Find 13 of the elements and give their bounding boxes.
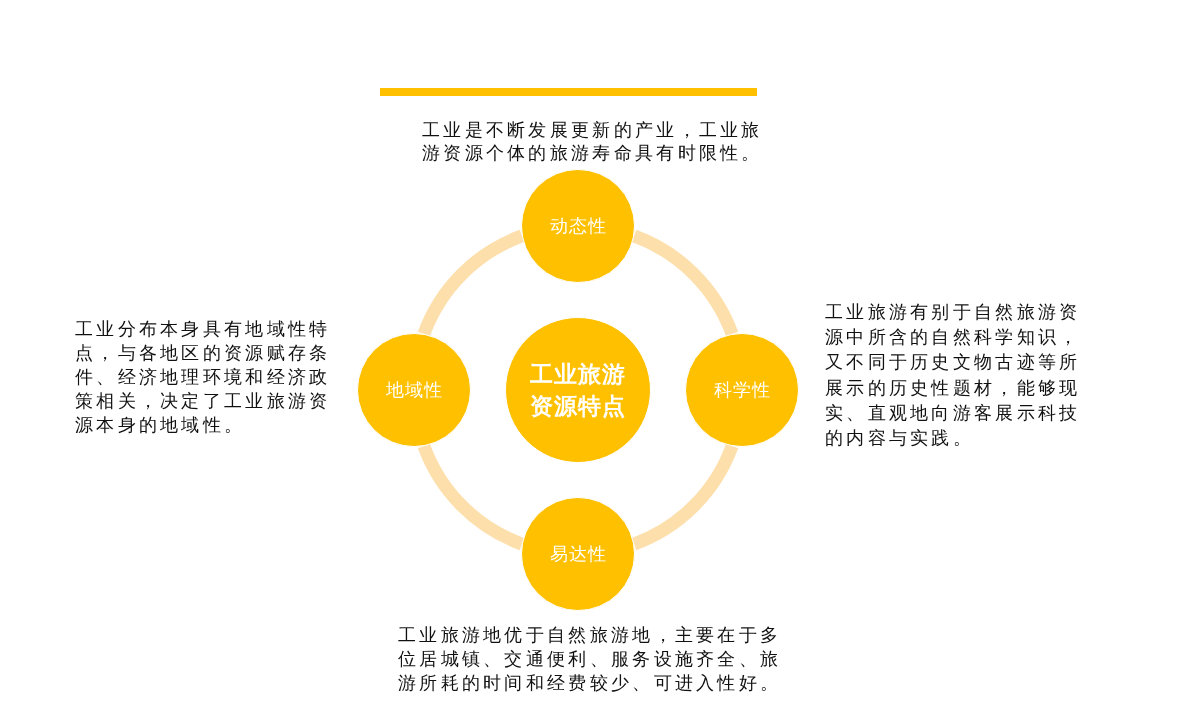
description-text: 工业分布本身具有地域性特点，与各地区的资源赋存条件、经济地理环境和经济政策相关，决定了工业旅游资源本身的地域性。 <box>75 317 332 437</box>
description-text: 工业旅游地优于自然旅游地，主要在于多位居城镇、交通便利、服务设施齐全、旅游所耗的时间和经费较少、可进入性好。 <box>398 623 783 695</box>
ring-arc <box>631 443 739 551</box>
feature-label: 地域性 <box>385 378 443 402</box>
ring-arc <box>631 229 739 337</box>
feature-label: 动态性 <box>549 214 607 238</box>
ring-arc <box>417 443 525 551</box>
feature-label: 科学性 <box>713 378 771 402</box>
description-text: 工业是不断发展更新的产业，工业旅游资源个体的旅游寿命具有时限性。 <box>422 118 764 164</box>
feature-label: 易达性 <box>549 542 607 566</box>
hub-title: 工业旅游资源特点 <box>529 360 627 421</box>
ring-arc <box>417 229 525 337</box>
description-text: 工业旅游有别于自然旅游资源中所含的自然科学知识，又不同于历史文物古迹等所展示的历史性题材，能够现实、直观地向游客展示科技的内容与实践。 <box>825 300 1082 450</box>
